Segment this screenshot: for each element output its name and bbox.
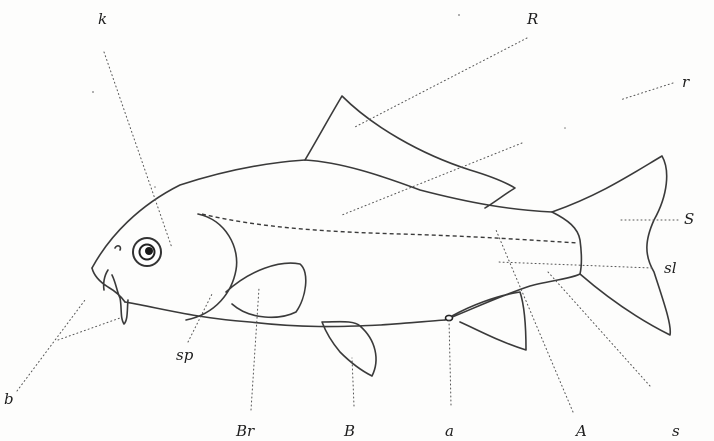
label-S: S bbox=[684, 210, 694, 228]
fish-outline bbox=[92, 96, 670, 376]
leader-b-upper bbox=[17, 300, 85, 391]
leader-lines bbox=[17, 38, 678, 412]
label-B: B bbox=[343, 422, 355, 440]
leader-sl bbox=[498, 262, 652, 268]
label-Br: Br bbox=[235, 422, 255, 440]
label-R: R bbox=[526, 10, 538, 28]
labels: k R r S sl s A a B Br sp b bbox=[4, 10, 694, 440]
caudal-fin bbox=[552, 156, 670, 335]
leader-r bbox=[620, 83, 673, 100]
leader-a bbox=[449, 320, 451, 405]
leader-Br bbox=[251, 288, 259, 410]
label-sl: sl bbox=[664, 259, 677, 277]
leader-R bbox=[353, 38, 527, 128]
barbels bbox=[104, 270, 128, 324]
dorsal-fin bbox=[305, 96, 515, 208]
eye bbox=[133, 238, 161, 266]
label-s: s bbox=[672, 422, 680, 440]
label-b: b bbox=[4, 390, 14, 408]
ventral-body-line bbox=[125, 302, 445, 327]
pelvic-fin bbox=[322, 322, 376, 376]
peduncle-lower-line bbox=[445, 274, 580, 320]
leader-A bbox=[496, 230, 573, 412]
label-sp: sp bbox=[176, 346, 194, 364]
paper-specks bbox=[92, 14, 566, 188]
label-a: a bbox=[445, 422, 454, 440]
label-r: r bbox=[682, 73, 690, 91]
nostril bbox=[115, 246, 120, 250]
gill-cover bbox=[186, 214, 237, 320]
label-A: A bbox=[574, 422, 587, 440]
label-k: k bbox=[98, 10, 107, 28]
anal-fin bbox=[452, 292, 526, 350]
leader-k bbox=[104, 52, 172, 248]
pectoral-fin bbox=[226, 263, 306, 317]
lateral-line bbox=[202, 214, 578, 243]
leader-b-lower bbox=[58, 318, 120, 340]
